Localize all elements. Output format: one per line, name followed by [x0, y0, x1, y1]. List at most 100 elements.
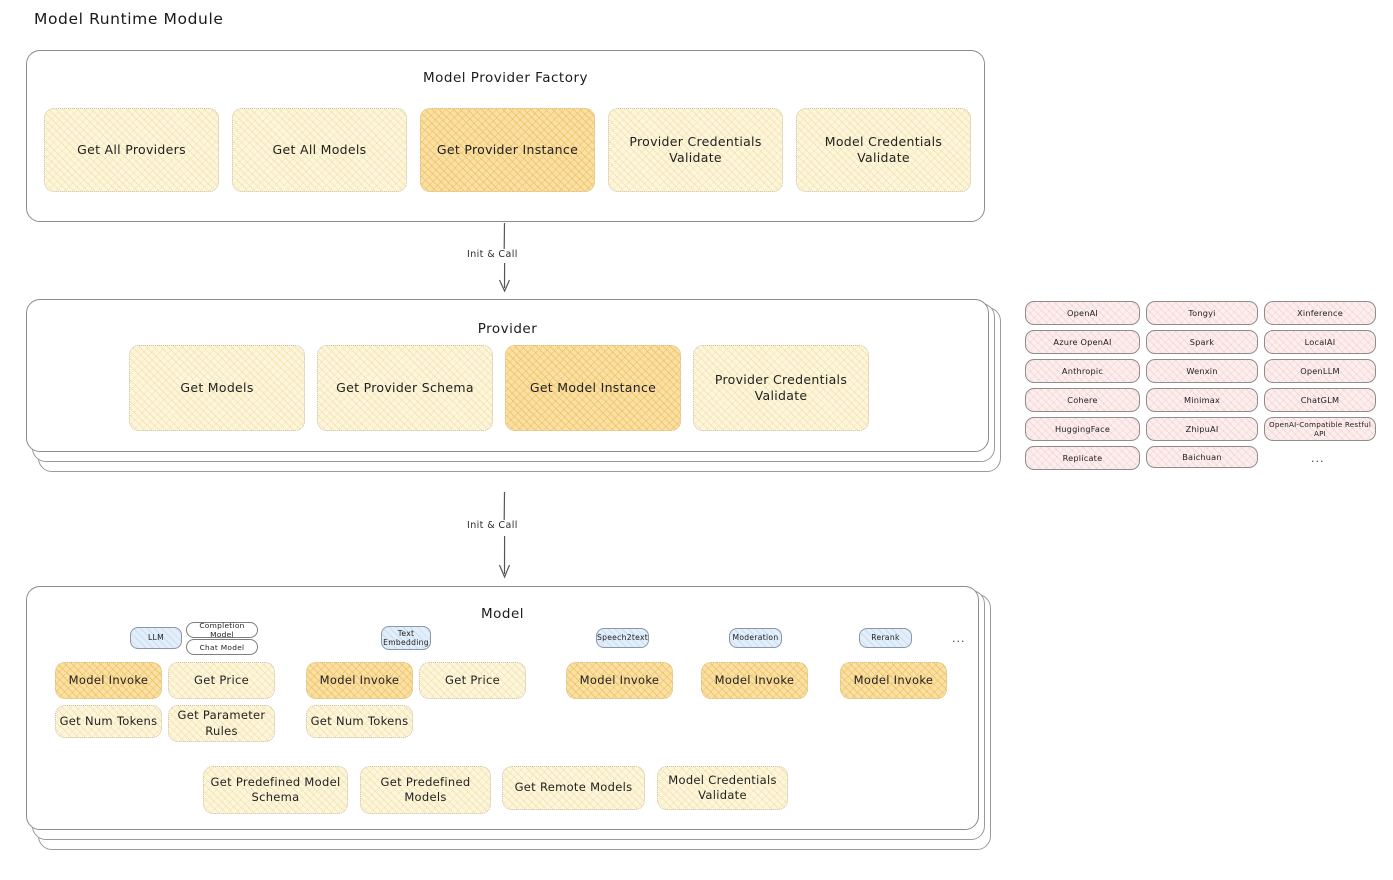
- arrow-provider-to-model: Init & Call: [460, 491, 550, 582]
- method-label: Get Provider Instance: [436, 141, 579, 157]
- method-label: Provider Credentials Validate: [629, 133, 762, 166]
- chip-label: Minimax: [1183, 395, 1221, 405]
- chip-label: Speech2text: [596, 633, 649, 643]
- method-label: Model Invoke: [68, 672, 149, 687]
- chip-label: OpenAI: [1066, 308, 1099, 318]
- method-label: Get All Providers: [77, 141, 186, 157]
- provider-method-get-provider-schema[interactable]: Get Provider Schema: [317, 345, 493, 431]
- chip-label: Tongyi: [1188, 308, 1216, 318]
- model-types-more-ellipsis: ...: [952, 632, 966, 645]
- llm-method-get-price[interactable]: Get Price: [168, 662, 275, 699]
- method-label: Model Invoke: [853, 672, 934, 687]
- provider-chip-huggingface[interactable]: HuggingFace: [1025, 417, 1140, 441]
- text-embedding-method-model-invoke[interactable]: Model Invoke: [306, 662, 413, 699]
- chip-label: OpenAI-Compatible Restful API: [1268, 420, 1372, 438]
- factory-method-model-credentials-validate[interactable]: Model Credentials Validate: [796, 108, 971, 192]
- chip-label: Wenxin: [1186, 366, 1218, 376]
- arrow-1-icon: [498, 222, 511, 293]
- model-type-chip-text-embedding[interactable]: Text Embedding: [381, 626, 431, 650]
- speech2text-method-model-invoke[interactable]: Model Invoke: [566, 662, 673, 699]
- model-subchip-completion-model[interactable]: Completion Model: [186, 621, 258, 639]
- provider-method-provider-credentials-validate[interactable]: Provider Credentials Validate: [693, 345, 869, 431]
- method-label: Get Parameter Rules: [177, 708, 266, 738]
- method-label: Get Num Tokens: [310, 713, 409, 728]
- provider-list-more-ellipsis: ...: [1311, 452, 1325, 465]
- provider-chip-openai[interactable]: OpenAI: [1025, 301, 1140, 325]
- chip-label: Moderation: [732, 633, 779, 643]
- model-panel-title: Model: [480, 606, 525, 622]
- method-label: Get Provider Schema: [336, 379, 474, 395]
- chip-label: Rerank: [871, 633, 900, 643]
- chip-label: LocalAI: [1304, 337, 1336, 347]
- chip-label: Text Embedding: [383, 628, 429, 647]
- chip-label: Chat Model: [199, 642, 245, 652]
- text-embedding-method-get-price[interactable]: Get Price: [419, 662, 526, 699]
- moderation-method-model-invoke[interactable]: Model Invoke: [701, 662, 808, 699]
- provider-chip-openai-compatible-restful-api[interactable]: OpenAI-Compatible Restful API: [1264, 417, 1376, 441]
- chip-label: Cohere: [1067, 395, 1098, 405]
- text-embedding-method-get-num-tokens[interactable]: Get Num Tokens: [306, 705, 413, 738]
- provider-chip-localai[interactable]: LocalAI: [1264, 330, 1376, 354]
- model-common-method-model-credentials-validate[interactable]: Model Credentials Validate: [657, 766, 788, 810]
- factory-panel-title: Model Provider Factory: [422, 70, 588, 86]
- method-label: Model Credentials Validate: [668, 772, 777, 802]
- provider-chip-openllm[interactable]: OpenLLM: [1264, 359, 1376, 383]
- provider-chip-cohere[interactable]: Cohere: [1025, 388, 1140, 412]
- method-label: Get Predefined Model Schema: [210, 774, 341, 804]
- factory-method-get-all-models[interactable]: Get All Models: [232, 108, 407, 192]
- provider-method-get-models[interactable]: Get Models: [129, 345, 305, 431]
- provider-chip-wenxin[interactable]: Wenxin: [1146, 359, 1258, 383]
- model-subchip-chat-model[interactable]: Chat Model: [186, 639, 258, 655]
- provider-chip-xinference[interactable]: Xinference: [1264, 301, 1376, 325]
- rerank-method-model-invoke[interactable]: Model Invoke: [840, 662, 947, 699]
- provider-chip-baichuan[interactable]: Baichuan: [1146, 446, 1258, 468]
- model-type-chip-speech2text[interactable]: Speech2text: [596, 628, 649, 648]
- chip-label: Replicate: [1062, 453, 1103, 463]
- chip-label: ZhipuAI: [1185, 424, 1219, 434]
- arrow-2-icon: [498, 491, 511, 579]
- model-type-chip-moderation[interactable]: Moderation: [729, 628, 782, 648]
- llm-method-model-invoke[interactable]: Model Invoke: [55, 662, 162, 699]
- provider-chip-minimax[interactable]: Minimax: [1146, 388, 1258, 412]
- arrow-factory-to-provider: Init & Call: [460, 222, 550, 295]
- provider-method-get-model-instance[interactable]: Get Model Instance: [505, 345, 681, 431]
- model-type-chip-rerank[interactable]: Rerank: [859, 628, 912, 648]
- model-common-method-get-predefined-model-schema[interactable]: Get Predefined Model Schema: [203, 766, 348, 814]
- provider-chip-replicate[interactable]: Replicate: [1025, 446, 1140, 470]
- chip-label: Completion Model: [199, 621, 245, 639]
- method-label: Provider Credentials Validate: [714, 371, 848, 404]
- method-label: Get Price: [194, 672, 249, 687]
- chip-label: Anthropic: [1061, 366, 1104, 376]
- factory-method-get-provider-instance[interactable]: Get Provider Instance: [420, 108, 595, 192]
- provider-chip-anthropic[interactable]: Anthropic: [1025, 359, 1140, 383]
- chip-label: HuggingFace: [1054, 424, 1111, 434]
- method-label: Get Price: [445, 672, 500, 687]
- provider-chip-azure-openai[interactable]: Azure OpenAI: [1025, 330, 1140, 354]
- method-label: Get Models: [180, 379, 254, 395]
- method-label: Get All Models: [272, 141, 367, 157]
- model-common-method-get-predefined-models[interactable]: Get Predefined Models: [360, 766, 491, 814]
- chip-label: Spark: [1189, 337, 1215, 347]
- factory-method-get-all-providers[interactable]: Get All Providers: [44, 108, 219, 192]
- llm-method-get-parameter-rules[interactable]: Get Parameter Rules: [168, 705, 275, 742]
- chip-label: Xinference: [1297, 308, 1343, 318]
- provider-chip-zhipuai[interactable]: ZhipuAI: [1146, 417, 1258, 441]
- provider-chip-spark[interactable]: Spark: [1146, 330, 1258, 354]
- factory-method-provider-credentials-validate[interactable]: Provider Credentials Validate: [608, 108, 783, 192]
- model-type-chip-llm[interactable]: LLM: [130, 627, 182, 649]
- page-title: Model Runtime Module: [34, 10, 224, 28]
- method-label: Model Invoke: [319, 672, 400, 687]
- method-label: Get Num Tokens: [59, 713, 158, 728]
- method-label: Get Predefined Models: [380, 774, 471, 804]
- provider-chip-tongyi[interactable]: Tongyi: [1146, 301, 1258, 325]
- method-label: Model Invoke: [579, 672, 660, 687]
- method-label: Get Remote Models: [514, 780, 633, 795]
- provider-chip-chatglm[interactable]: ChatGLM: [1264, 388, 1376, 412]
- provider-panel-title: Provider: [477, 321, 538, 337]
- model-common-method-get-remote-models[interactable]: Get Remote Models: [502, 766, 645, 810]
- method-label: Model Credentials Validate: [824, 133, 943, 166]
- chip-label: ChatGLM: [1300, 395, 1340, 405]
- chip-label: Baichuan: [1182, 452, 1222, 462]
- llm-method-get-num-tokens[interactable]: Get Num Tokens: [55, 705, 162, 738]
